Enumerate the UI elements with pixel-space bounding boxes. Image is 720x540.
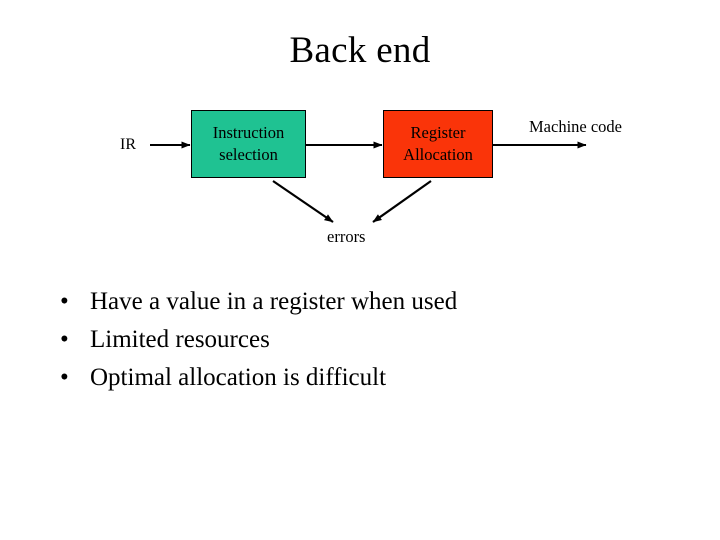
page-title: Back end — [289, 30, 431, 71]
list-item-label: Limited resources — [90, 326, 270, 353]
list-item: • Have a value in a register when used — [50, 283, 690, 321]
list-item-label: Have a value in a register when used — [90, 288, 458, 315]
diagram-box-register-allocation-line1: Register — [410, 123, 466, 142]
diagram-label-machine-code: Machine code — [529, 117, 622, 136]
diagram-box-instruction-selection[interactable]: Instruction selection — [191, 110, 306, 178]
backend-pipeline-diagram: IR Instruction selection Register Alloca… — [120, 110, 622, 246]
arrow-register-allocation-to-errors — [372, 180, 432, 223]
diagram-box-instruction-selection-line2: selection — [219, 145, 278, 164]
diagram-arrows-layer — [150, 141, 587, 223]
diagram-label-errors: errors — [327, 227, 366, 246]
list-item-label: Optimal allocation is difficult — [90, 364, 387, 391]
list-item: • Limited resources — [50, 321, 690, 359]
bullet-marker-icon: • — [60, 364, 69, 391]
bullet-marker-icon: • — [60, 288, 69, 315]
diagram-box-instruction-selection-line1: Instruction — [212, 123, 285, 142]
diagram-label-ir: IR — [120, 136, 136, 153]
diagram-box-register-allocation[interactable]: Register Allocation — [383, 110, 493, 178]
diagram-box-register-allocation-line2: Allocation — [403, 145, 473, 164]
list-item: • Optimal allocation is difficult — [50, 359, 690, 397]
bullet-marker-icon: • — [60, 326, 69, 353]
bullet-list: • Have a value in a register when used •… — [50, 283, 690, 397]
arrow-instruction-selection-to-errors — [272, 180, 334, 223]
